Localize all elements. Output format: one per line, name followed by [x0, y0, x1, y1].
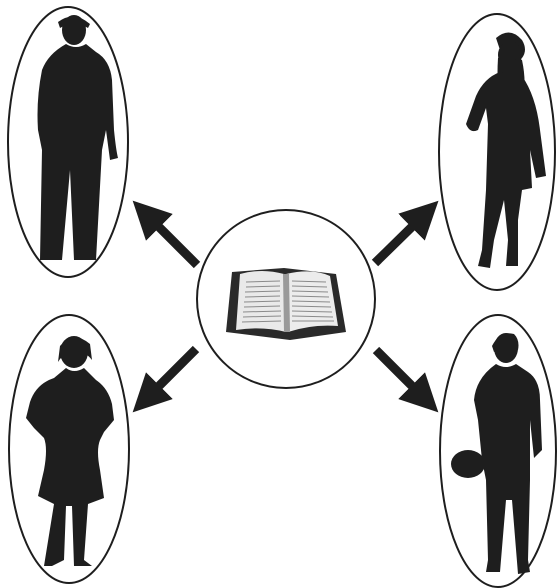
person-bottom-left-frame: [8, 314, 130, 584]
open-bible-icon: [226, 268, 346, 340]
person-bottom-right-frame: [439, 314, 557, 588]
arrows: [132, 200, 439, 413]
person-silhouette-icon: [451, 333, 542, 574]
arrow-down-left: [132, 345, 200, 413]
person-top-left-frame: [7, 6, 129, 278]
person-top-left: [7, 6, 129, 278]
person-bottom-right: [439, 314, 557, 588]
left-page-text: [241, 280, 282, 323]
person-top-right-frame: [438, 13, 556, 291]
person-top-right: [438, 13, 556, 291]
arrow-down-right: [372, 346, 439, 413]
right-page-text: [291, 280, 334, 322]
ball-icon: [451, 450, 485, 478]
arrow-up-right: [371, 200, 439, 267]
person-silhouette-icon: [466, 32, 546, 268]
person-silhouette-icon: [37, 15, 118, 260]
person-bottom-left: [8, 314, 130, 584]
person-silhouette-icon: [26, 336, 114, 566]
arrow-up-left: [132, 200, 201, 269]
center-bible: [196, 209, 376, 389]
